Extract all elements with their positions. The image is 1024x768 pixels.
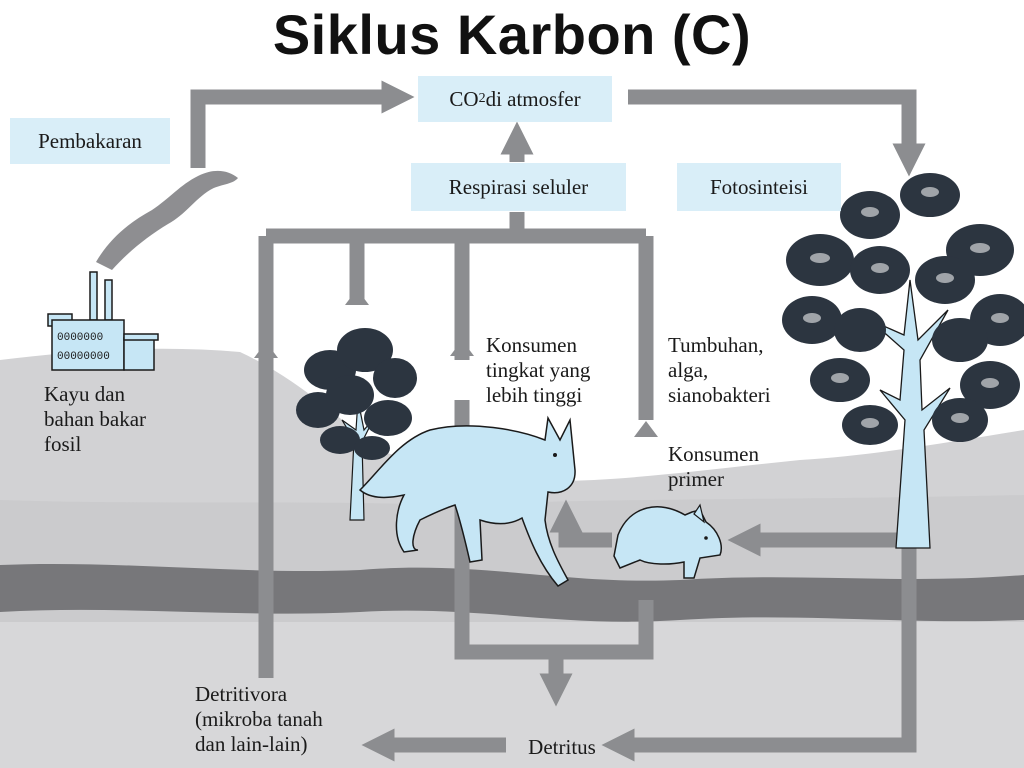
primary-consumer-line-2: primer: [668, 467, 724, 492]
producers-line-2: alga,: [668, 358, 709, 383]
arrow-plant-to-detritus: [601, 548, 917, 762]
arrowhead-higher-consumer: [450, 340, 474, 356]
svg-text:0000000: 0000000: [57, 332, 103, 344]
higher-consumer-line-3: lebih tinggi: [486, 383, 583, 408]
photosynthesis-label: Fotosinteisi: [709, 174, 809, 199]
co2-suffix: di atmosfer: [485, 86, 581, 111]
arrow-primary-to-higher: [549, 499, 612, 548]
cellular-respiration-box: Respirasi seluler: [411, 163, 626, 211]
rabbit-icon: [613, 503, 722, 579]
combustion-label: Pembakaran: [38, 128, 142, 153]
detritivore-line-1: Detritivora: [195, 682, 288, 706]
diagram-title: Siklus Karbon (C): [272, 3, 752, 66]
arrow-combustion-to-atmosphere: [190, 80, 415, 168]
detritivore-line-2: (mikroba tanah: [195, 707, 323, 732]
arrowhead-tree: [345, 289, 369, 305]
detritivore-label: Detritivora (mikroba tanah dan lain-lain…: [195, 682, 323, 758]
soil-band: [0, 563, 1024, 622]
small-tree-icon: [296, 328, 417, 521]
producers-label: Tumbuhan, alga, sianobakteri: [668, 333, 771, 409]
higher-consumer-line-1: Konsumen: [486, 333, 577, 357]
arrowhead-producer: [634, 421, 658, 437]
combustion-box: Pembakaran: [10, 118, 170, 164]
large-tree-icon: [782, 173, 1024, 549]
arrow-producers-to-primary: [727, 523, 917, 557]
factory-icon: 0000000 00000000: [47, 271, 159, 371]
fossil-fuel-line-1: Kayu dan: [44, 382, 126, 406]
fossil-fuel-label: Kayu dan bahan bakar fosil: [44, 382, 146, 458]
detritus-label: Detritus: [528, 734, 596, 759]
arrowhead-detritivore: [254, 342, 278, 358]
detritus-box: Detritus: [512, 726, 612, 768]
smoke-plume: [96, 170, 238, 270]
photosynthesis-box: Fotosinteisi: [677, 163, 841, 211]
detritivore-line-3: dan lain-lain): [195, 732, 308, 757]
co2-subscript: 2: [478, 91, 486, 106]
cellular-respiration-label: Respirasi seluler: [448, 174, 589, 199]
producers-line-3: sianobakteri: [668, 383, 771, 408]
arrow-atmosphere-to-photosynthesis: [628, 89, 926, 177]
primary-consumer-line-1: Konsumen: [668, 442, 759, 466]
producers-line-1: Tumbuhan,: [668, 333, 764, 357]
higher-consumer-line-2: tingkat yang: [486, 358, 591, 383]
co2-prefix: CO: [449, 86, 479, 111]
cat-icon: [358, 415, 576, 587]
primary-consumer-label: Konsumen primer: [668, 442, 759, 492]
fossil-fuel-line-2: bahan bakar: [44, 407, 147, 432]
fossil-fuel-line-3: fosil: [44, 432, 82, 457]
higher-consumer-label: Konsumen tingkat yang lebih tinggi: [486, 333, 590, 409]
svg-text:00000000: 00000000: [57, 351, 110, 363]
